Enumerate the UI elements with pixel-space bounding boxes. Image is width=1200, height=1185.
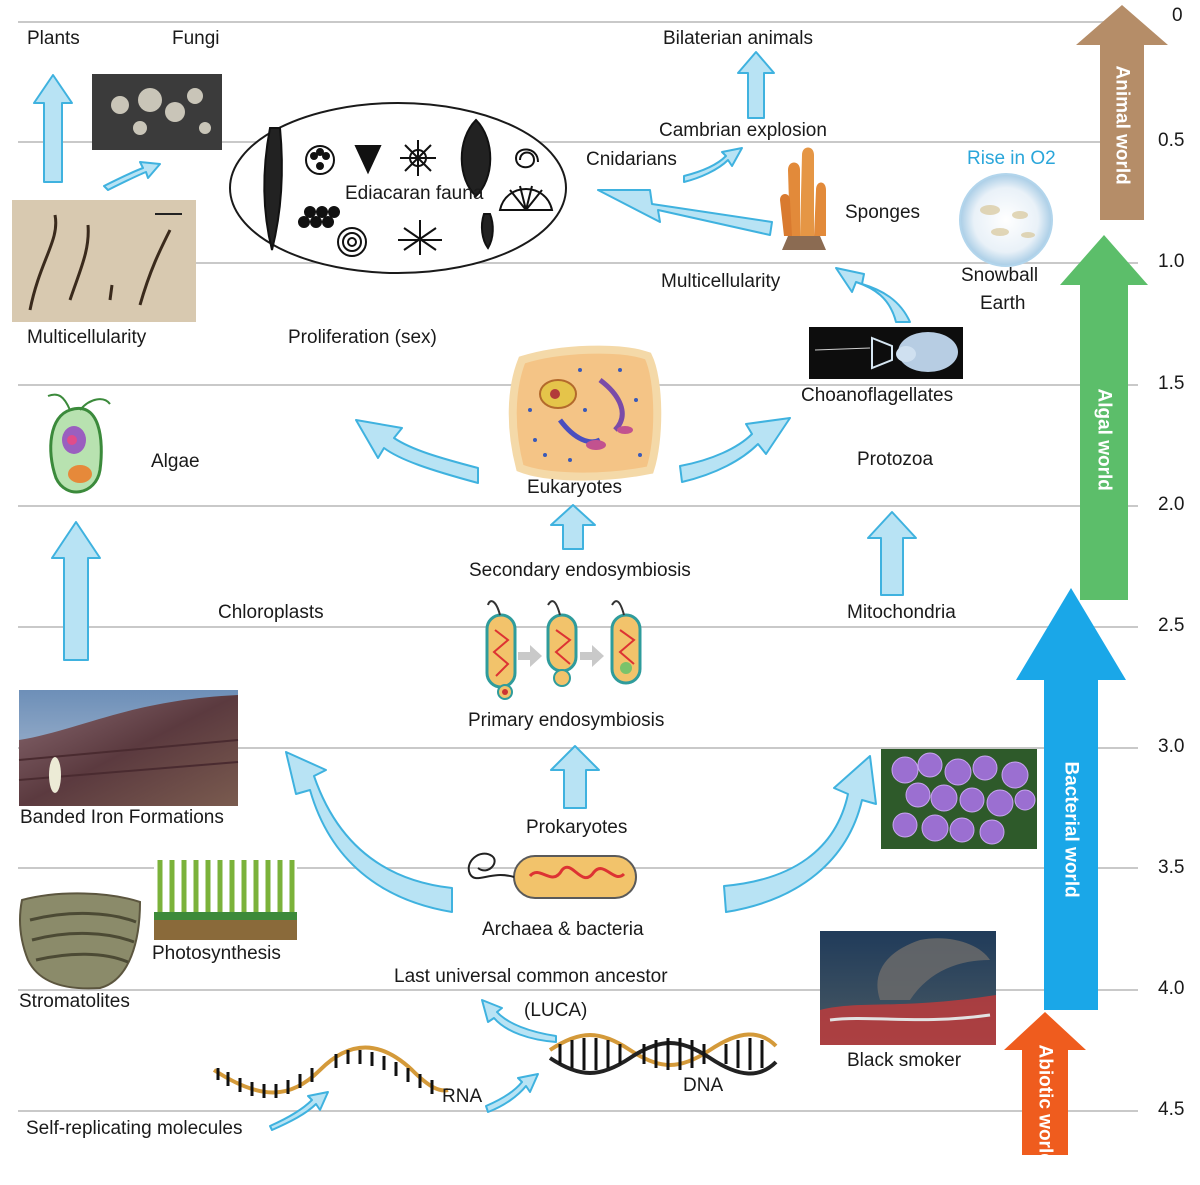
- snowball-label-line1: Snowball: [961, 265, 1039, 286]
- plants-arrow: [33, 74, 73, 183]
- mitochondria-arrow: [867, 511, 917, 596]
- archaea-bacteria-label: Archaea & bacteria: [482, 919, 644, 940]
- algal-world-arrow: [1060, 235, 1148, 600]
- cnidarians-to-cambrian-arrow: [683, 147, 743, 183]
- animal-world-arrow: [1076, 5, 1168, 220]
- dna-helix-illustration: [548, 1032, 778, 1076]
- cnidarians-arrow: [597, 189, 773, 236]
- tick-label: 1.5: [1158, 373, 1185, 394]
- sponges-illustration: [780, 147, 826, 250]
- rise-o2-label: Rise in O2: [967, 148, 1056, 169]
- luca-label-line1: Last universal common ancestor: [394, 966, 668, 987]
- mitochondria-label: Mitochondria: [847, 602, 956, 623]
- photosynthesis-label: Photosynthesis: [152, 943, 281, 964]
- rna-label: RNA: [442, 1086, 483, 1107]
- gridline-4-0: [18, 989, 1138, 991]
- bacterial-world-label: Bacterial world: [1060, 761, 1082, 898]
- proliferation-label: Proliferation (sex): [288, 327, 437, 348]
- snowball-earth-image: [959, 173, 1053, 267]
- fungi-photo: [92, 74, 222, 150]
- primary-endosymbiosis-label: Primary endosymbiosis: [468, 710, 665, 731]
- multicell-to-fungi-arrow: [103, 161, 161, 191]
- gridline-2-0: [18, 505, 1138, 507]
- bilaterian-label: Bilaterian animals: [663, 28, 813, 49]
- tick-label: 2.0: [1158, 494, 1185, 515]
- cnidarians-label: Cnidarians: [586, 149, 677, 170]
- animal-world-label: Animal world: [1111, 65, 1133, 185]
- eukaryote-cell-illustration: [508, 345, 662, 481]
- tick-label: 3.0: [1158, 736, 1185, 757]
- sponges-label: Sponges: [845, 202, 921, 223]
- abiotic-world-label: Abiotic world: [1034, 1044, 1056, 1165]
- abiotic-world-arrow: [1004, 1012, 1086, 1155]
- gridline-4-5: [18, 1110, 1138, 1112]
- protozoa-label: Protozoa: [857, 449, 934, 470]
- chloroplasts-label: Chloroplasts: [218, 602, 324, 623]
- primary-endosymbiosis-illustration: [485, 600, 642, 700]
- algal-world-label: Algal world: [1093, 388, 1115, 491]
- secondary-endosymbiosis-arrow: [550, 504, 596, 550]
- tick-label: 4.0: [1158, 978, 1185, 999]
- ediacaran-label: Ediacaran fauna: [345, 183, 484, 204]
- secondary-endosymbiosis-label: Secondary endosymbiosis: [469, 560, 691, 581]
- ediacaran-fossils: [263, 118, 554, 257]
- archaea-to-bif-arrow: [285, 751, 453, 913]
- eukaryotes-label: Eukaryotes: [527, 477, 623, 498]
- multicellularity-right-label: Multicellularity: [661, 271, 781, 292]
- eukaryotes-to-protozoa-arrow: [679, 417, 791, 483]
- luca-label-line2: (LUCA): [524, 1000, 588, 1021]
- tick-label: 3.5: [1158, 857, 1185, 878]
- cambrian-label: Cambrian explosion: [659, 120, 827, 141]
- dna-to-luca-arrow: [481, 999, 557, 1043]
- gridline-0-5: [18, 141, 1138, 143]
- tick-label: 4.5: [1158, 1099, 1185, 1120]
- fungi-label: Fungi: [172, 28, 220, 49]
- eukaryotes-to-algae-arrow: [355, 419, 479, 484]
- rna-to-dna-arrow: [485, 1073, 539, 1113]
- rna-helix-illustration: [212, 1045, 449, 1098]
- prokaryotes-label: Prokaryotes: [526, 817, 628, 838]
- snowball-label-line2: Earth: [980, 293, 1026, 314]
- tick-label: 2.5: [1158, 615, 1185, 636]
- bacterial-world-arrow: [1016, 588, 1126, 1010]
- tick-label: 1.0: [1158, 251, 1185, 272]
- tick-label: 0.5: [1158, 130, 1185, 151]
- bilaterian-arrow: [737, 51, 775, 119]
- bif-label: Banded Iron Formations: [20, 807, 224, 828]
- gridline-2-5: [18, 626, 1138, 628]
- algae-illustration: [47, 393, 111, 494]
- chloroplast-arrow: [51, 521, 101, 661]
- multicellularity-photo: [12, 200, 196, 322]
- multicellularity-left-label: Multicellularity: [27, 327, 147, 348]
- selfrep-to-rna-arrow: [269, 1091, 329, 1131]
- self-replicating-label: Self-replicating molecules: [26, 1118, 243, 1139]
- primary-endosymbiosis-arrow: [550, 745, 600, 809]
- plants-label: Plants: [27, 28, 80, 49]
- archaea-to-bacteria-arrow: [723, 755, 877, 913]
- stromatolite-image: [19, 892, 142, 990]
- algae-label: Algae: [151, 451, 200, 472]
- tick-label: 0: [1172, 5, 1183, 26]
- dna-label: DNA: [683, 1075, 724, 1096]
- stromatolites-label: Stromatolites: [19, 991, 130, 1012]
- black-smoker-label: Black smoker: [847, 1050, 962, 1071]
- gridline-1-0: [18, 262, 1138, 264]
- prokaryote-illustration: [467, 852, 637, 899]
- choanoflagellates-label: Choanoflagellates: [801, 385, 954, 406]
- gridline-0: [18, 21, 1138, 23]
- choano-to-sponges-arrow: [835, 267, 911, 323]
